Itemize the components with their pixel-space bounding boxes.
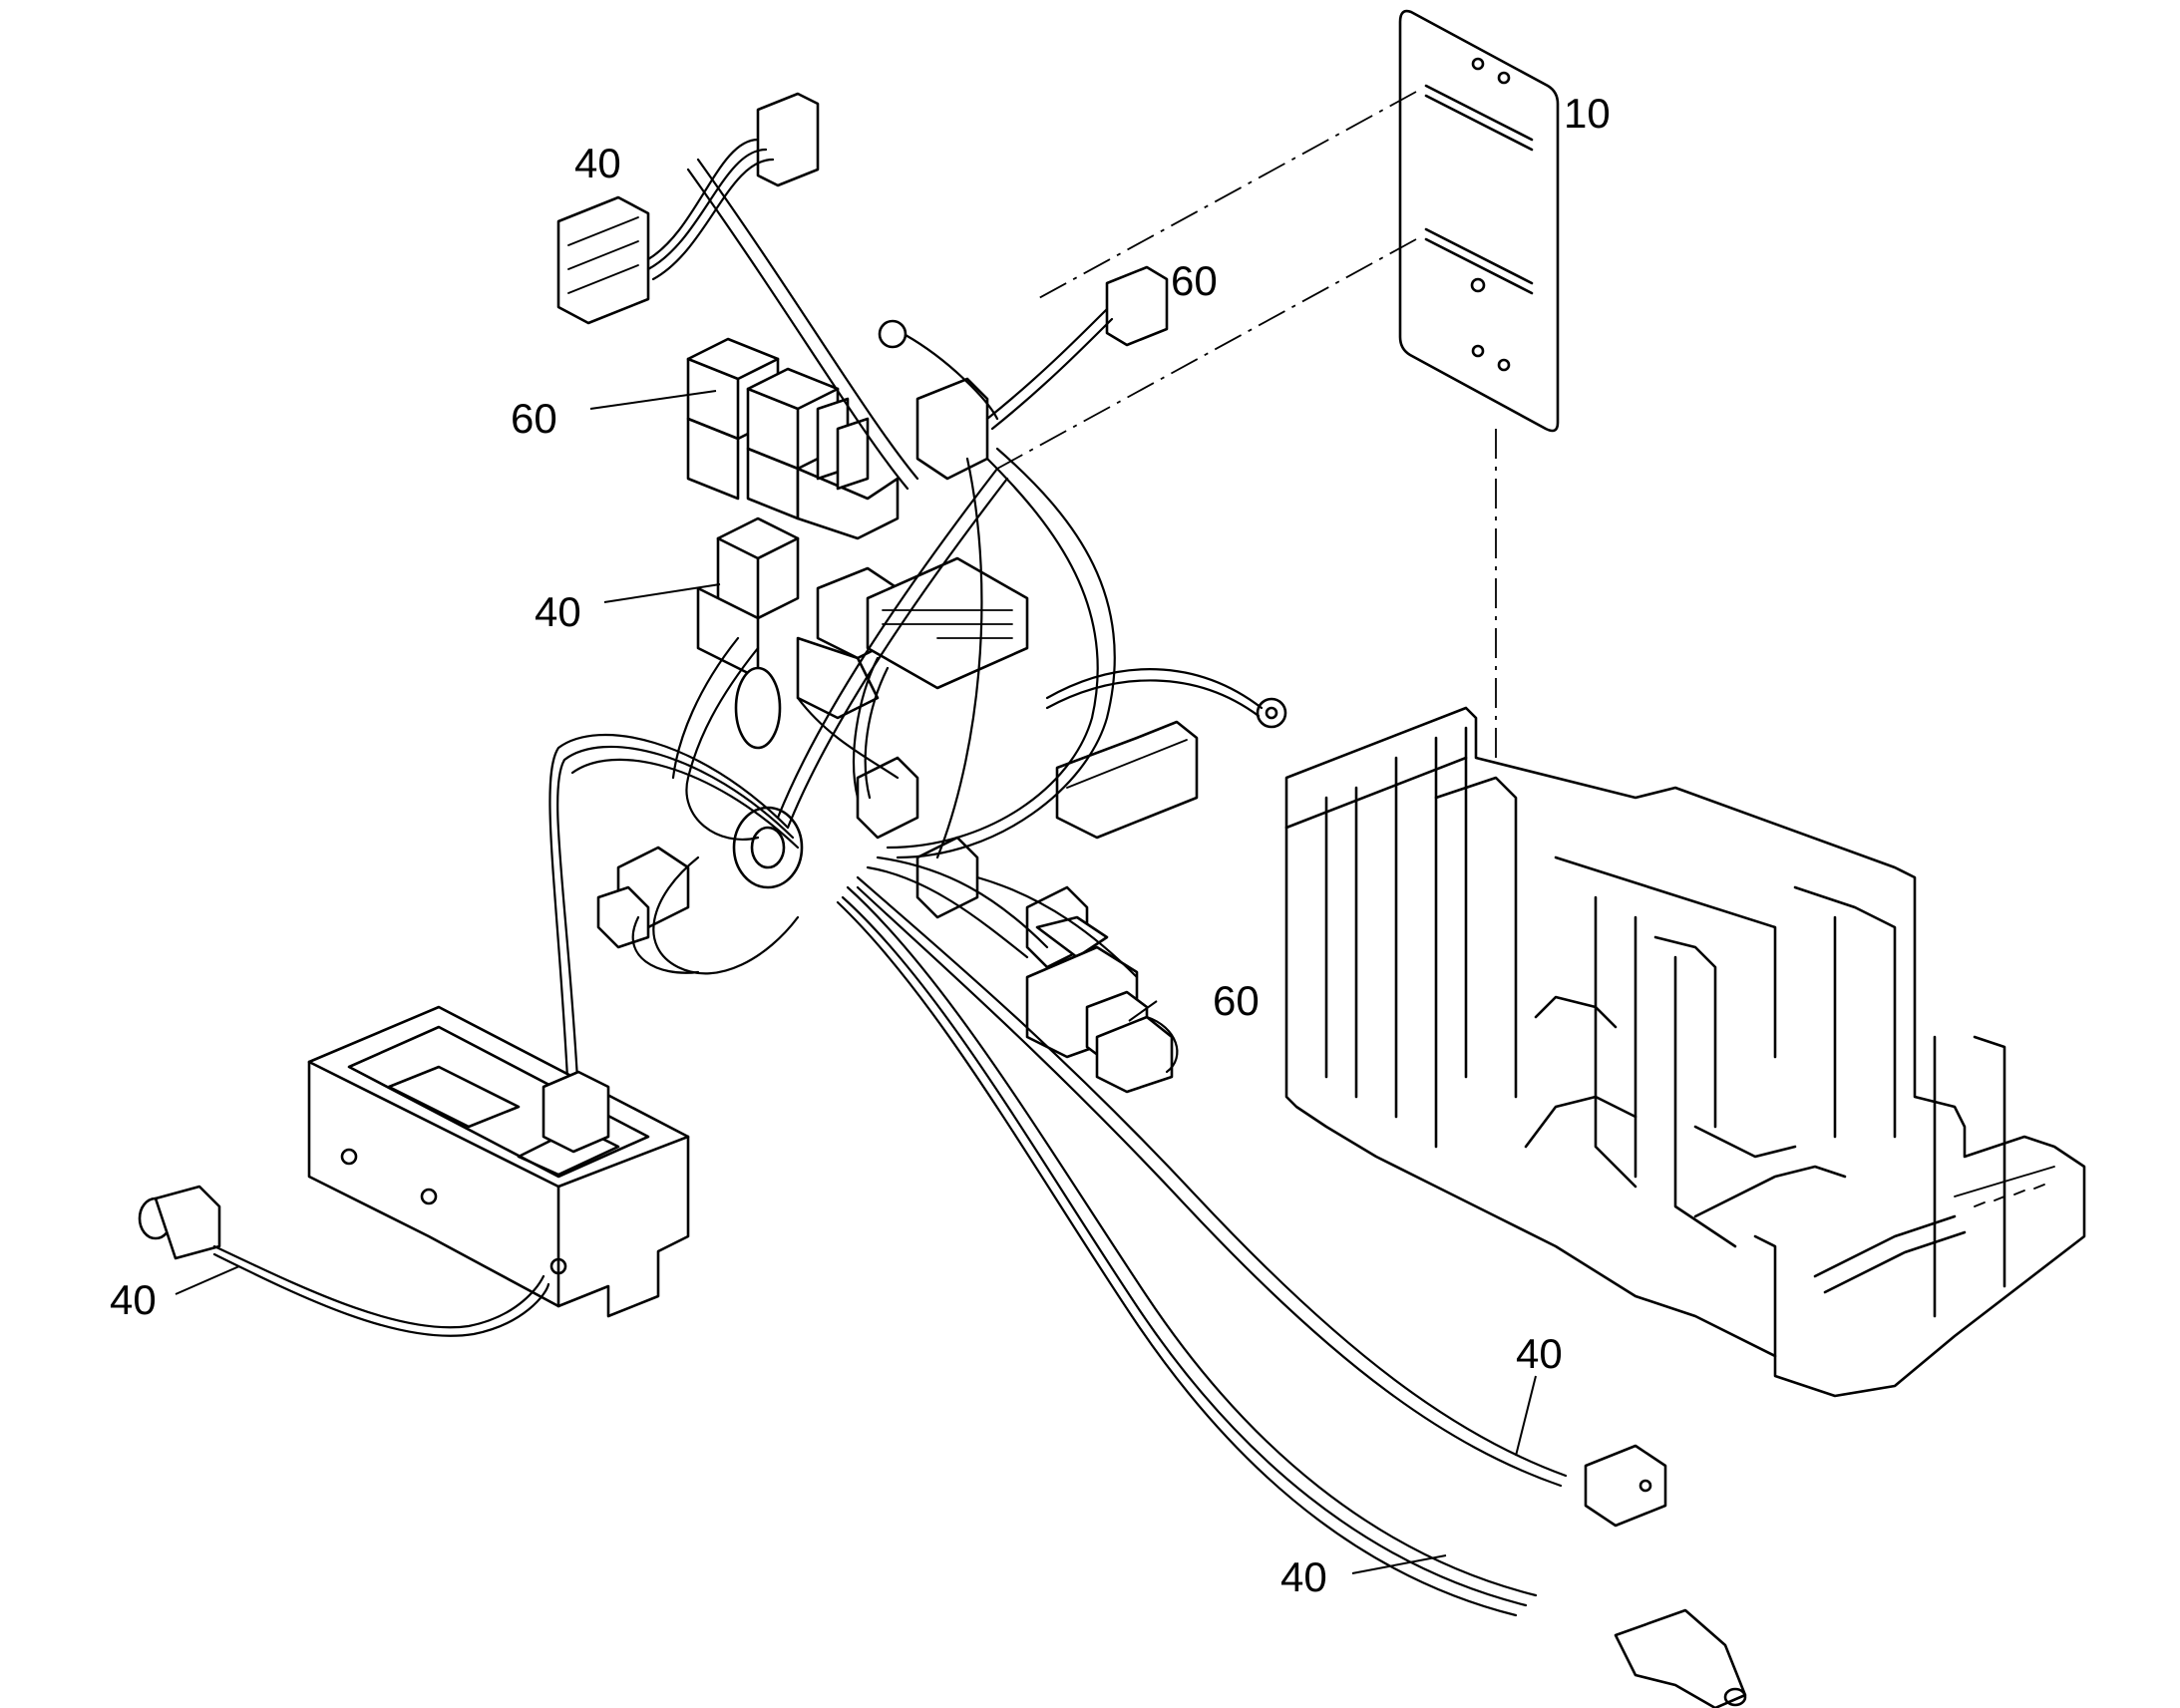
callout-40-top: 40 <box>574 140 621 186</box>
left-plug <box>138 1185 550 1337</box>
bottom-plug <box>1614 1608 1747 1708</box>
harness-wires <box>548 138 1568 1617</box>
callout-40-left: 40 <box>110 1276 157 1323</box>
callout-60-right: 60 <box>1213 977 1260 1024</box>
callout-labels: 10 40 60 60 40 60 40 40 40 <box>110 90 1611 1600</box>
side-connectors <box>596 720 1199 1094</box>
ferrite-cores <box>732 666 804 889</box>
leader-lines <box>175 390 1537 1574</box>
top-connectors <box>556 92 1287 729</box>
mounting-plate <box>1398 9 1560 433</box>
callout-60-relay: 60 <box>511 395 557 442</box>
right-plug <box>1584 1444 1667 1528</box>
callout-40-mid: 40 <box>535 588 581 635</box>
callout-40-bottom-right: 40 <box>1516 1330 1563 1377</box>
callout-10: 10 <box>1564 90 1611 137</box>
callout-60-top: 60 <box>1171 257 1218 304</box>
callout-40-bottom: 40 <box>1280 1553 1327 1600</box>
holder-tray <box>1284 706 2086 1398</box>
switch-housing <box>307 1005 690 1318</box>
